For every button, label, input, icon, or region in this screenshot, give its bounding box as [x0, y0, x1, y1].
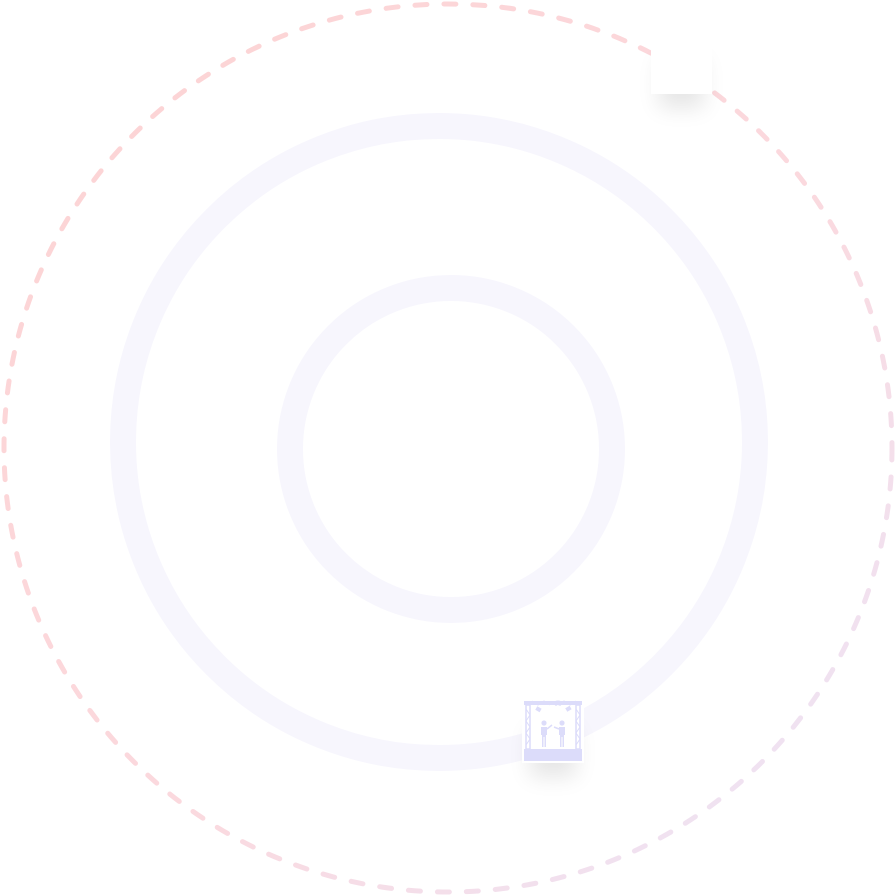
- concert-stage-icon: [524, 700, 582, 761]
- stage-card: [522, 699, 584, 763]
- inner-ring: [277, 275, 625, 623]
- middle-ring: [110, 113, 768, 771]
- blank-card: [651, 30, 712, 94]
